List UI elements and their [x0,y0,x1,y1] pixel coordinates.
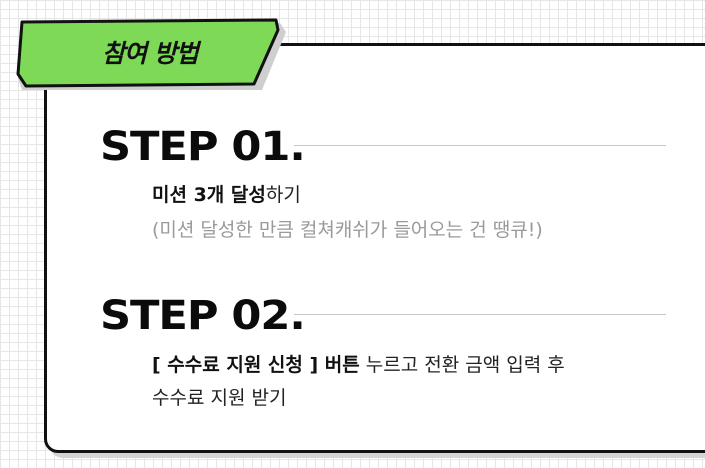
step-02-text: 누르고 전환 금액 입력 후 [359,354,565,376]
step-01-text: 하기 [265,184,301,206]
step-title: STEP 01. [100,124,306,170]
tab-shape [16,18,286,90]
step-divider [294,145,666,146]
step-02-line-1: [ 수수료 지원 신청 ] 버튼 누르고 전환 금액 입력 후 [152,350,565,377]
section-title: 참여 방법 [102,39,199,68]
section-tab: 참여 방법 [16,18,290,92]
step-02-highlight: [ 수수료 지원 신청 ] 버튼 [152,354,360,376]
step-02-line-2: 수수료 지원 받기 [152,387,287,409]
step-01-note: (미션 달성한 만큼 컬쳐캐쉬가 들어오는 건 땡큐!) [152,219,543,241]
how-to-participate-card [44,43,705,453]
step-01-highlight: 미션 3개 달성 [152,184,266,206]
step-01-line-1: 미션 3개 달성하기 [152,180,301,207]
step-title: STEP 02. [100,293,306,339]
step-divider [294,314,666,315]
